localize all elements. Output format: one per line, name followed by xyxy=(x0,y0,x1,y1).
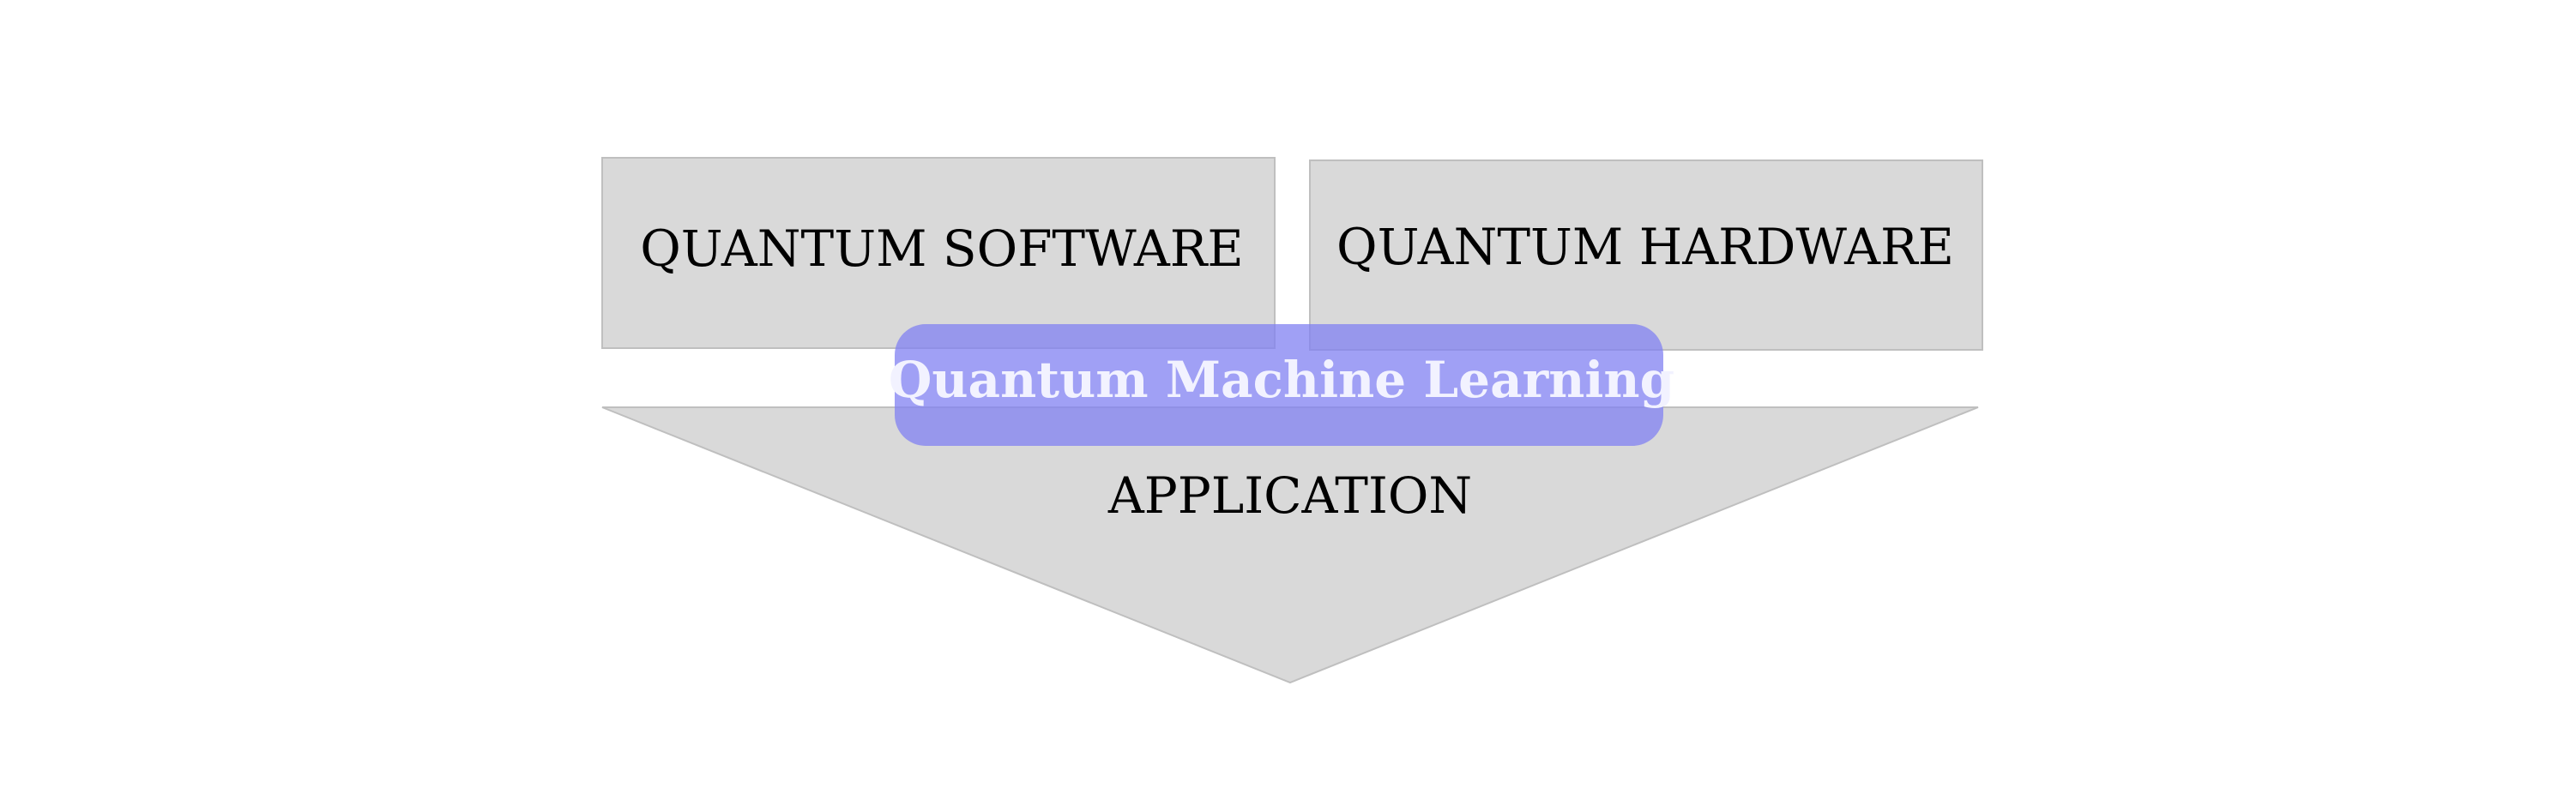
qml-overlay-box xyxy=(895,324,1663,446)
application-arrow xyxy=(601,406,1979,684)
quantum-software-label: QUANTUM SOFTWARE xyxy=(640,220,1244,278)
application-label: APPLICATION xyxy=(1107,466,1472,525)
quantum-software-box xyxy=(601,157,1276,349)
qml-label: Quantum Machine Learning xyxy=(889,351,1674,409)
quantum-hardware-box xyxy=(1309,159,1983,351)
quantum-hardware-label: QUANTUM HARDWARE xyxy=(1336,218,1954,276)
